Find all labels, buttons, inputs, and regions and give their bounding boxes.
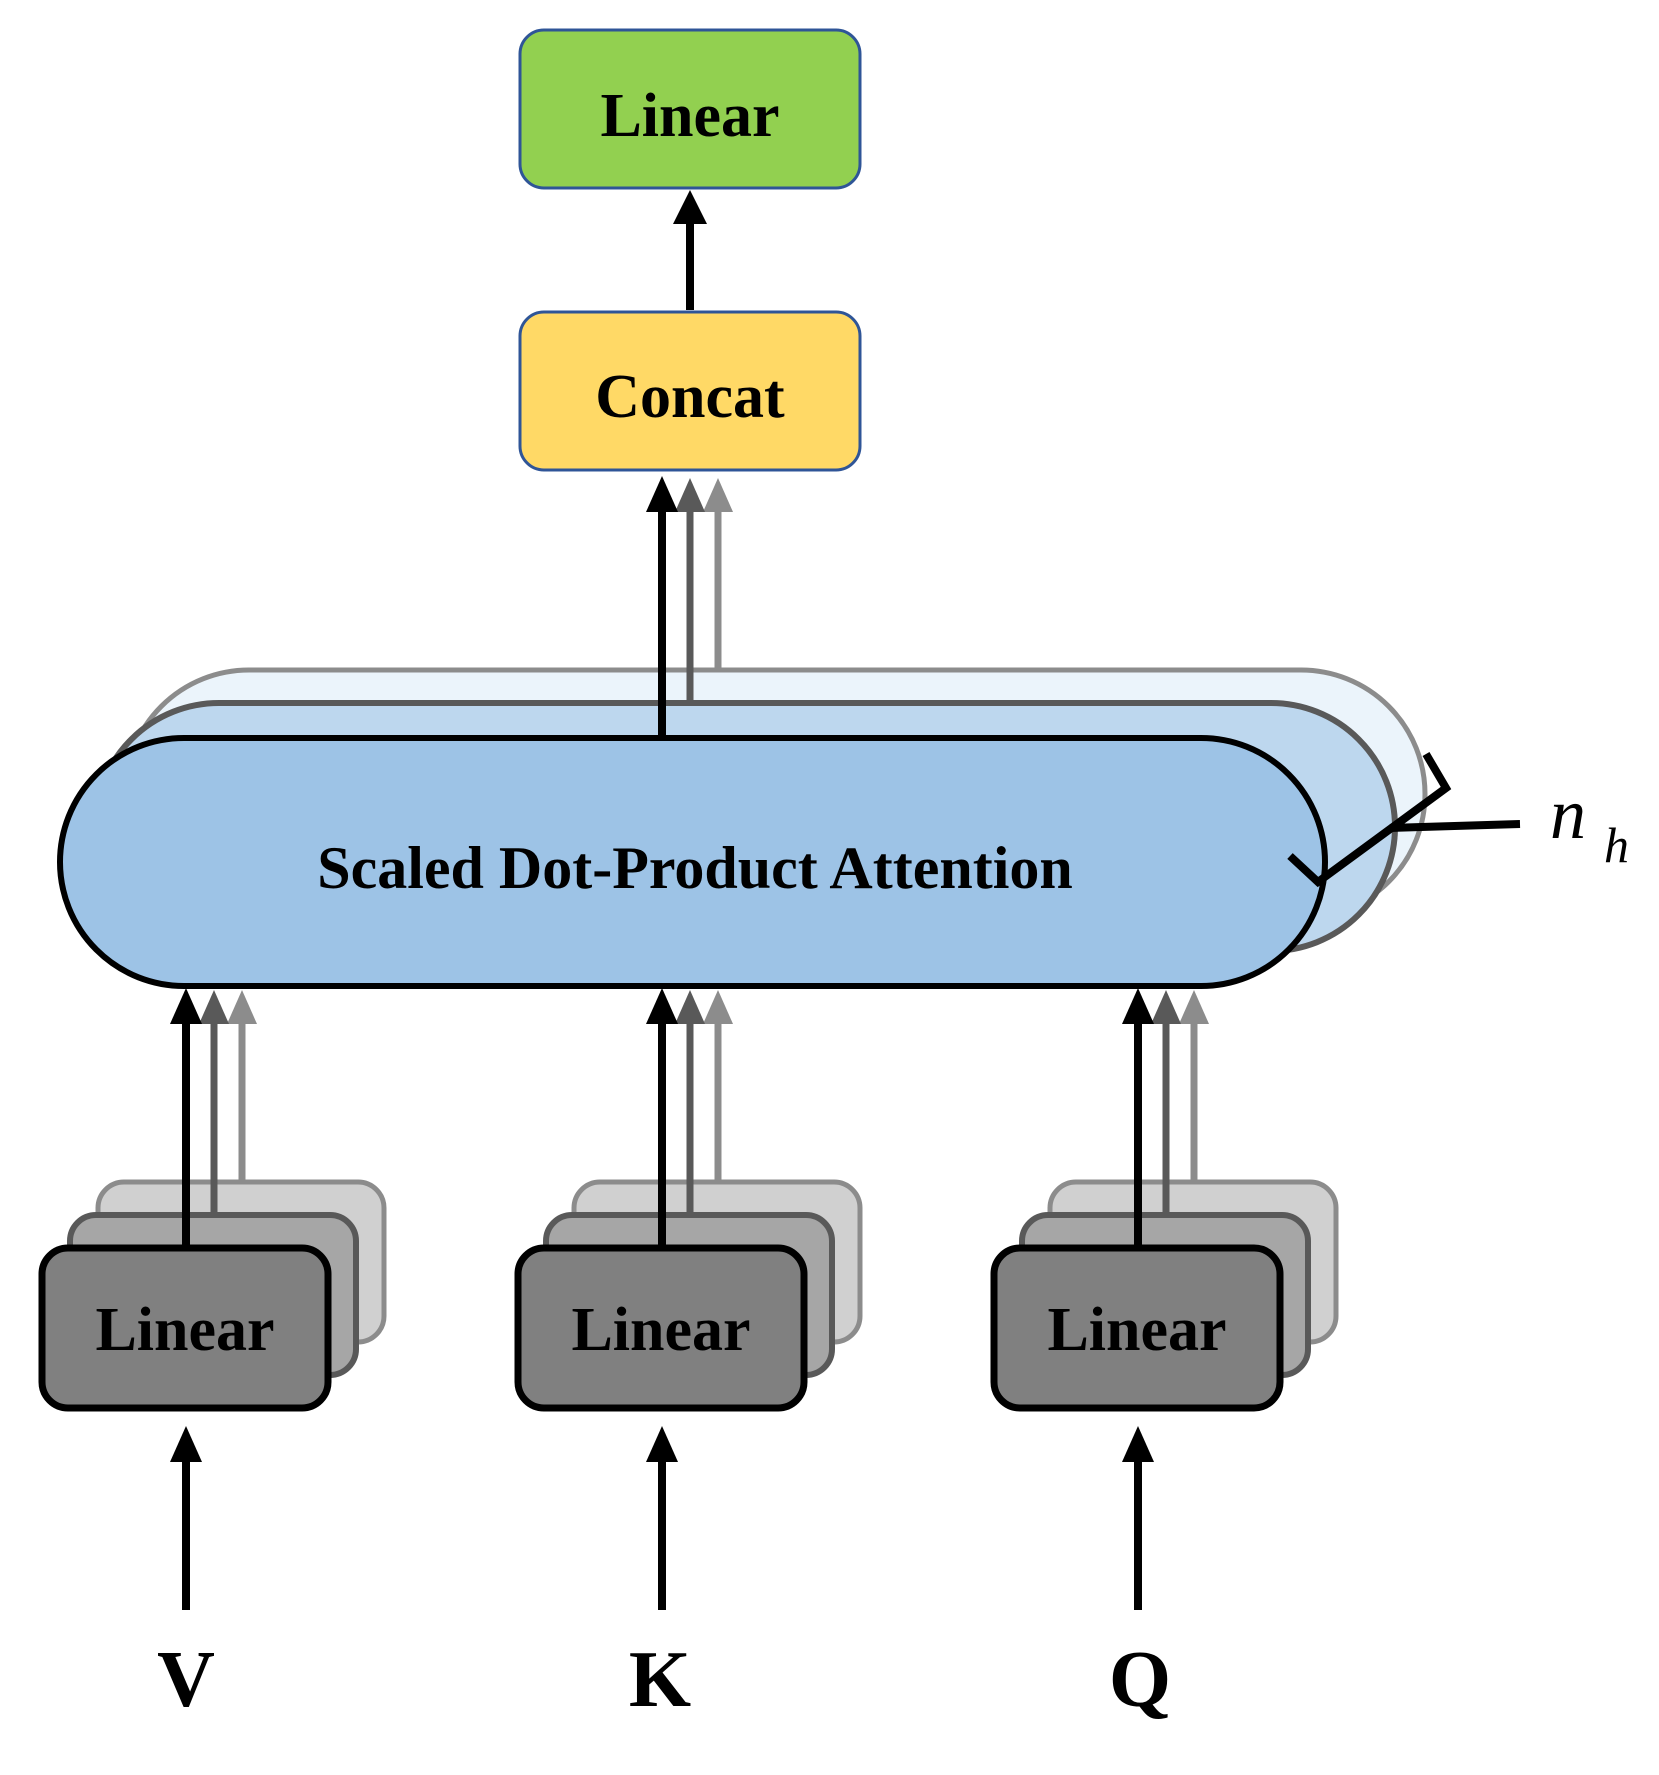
output-linear-box [518,28,862,190]
concat-block: Concat [518,310,862,472]
attention-head-front [57,735,1328,989]
linear-q-front [990,1244,1284,1412]
heads-bracket [1287,751,1452,888]
heads-subscript: h [1604,817,1629,873]
arrow-concat-to-linear [673,190,707,310]
arrow-v-input [170,1426,202,1610]
input-v-label: V [157,1636,215,1724]
projection-column-q: Linear Q [990,988,1339,1724]
attention-label: Scaled Dot-Product Attention [317,835,1073,901]
arrows-attention-to-concat [646,476,733,740]
attention-head-stack: Scaled Dot-Product Attention [57,476,1428,989]
input-k-label: K [629,1636,691,1724]
heads-symbol: n [1550,774,1586,854]
output-linear-label: Linear [600,82,779,150]
input-q-label: Q [1109,1636,1171,1724]
heads-count-annotation: n h [1287,751,1629,888]
concat-label: Concat [595,363,785,431]
arrow-k-input [646,1426,678,1610]
linear-k-front [514,1244,808,1412]
arrows-v-to-attention [170,988,257,1248]
linear-k-label: Linear [571,1296,750,1364]
linear-v-front [38,1244,332,1412]
arrows-k-to-attention [646,988,733,1248]
linear-v-label: Linear [95,1296,274,1364]
projection-column-k: Linear K [514,988,863,1724]
linear-q-label: Linear [1047,1296,1226,1364]
output-linear-block: Linear [518,28,862,190]
heads-leader-line [1389,820,1521,832]
arrows-q-to-attention [1122,988,1209,1248]
projection-column-v: Linear V [38,988,387,1724]
arrow-q-input [1122,1426,1154,1610]
concat-box [518,310,862,472]
heads-count-label: n h [1550,774,1629,873]
